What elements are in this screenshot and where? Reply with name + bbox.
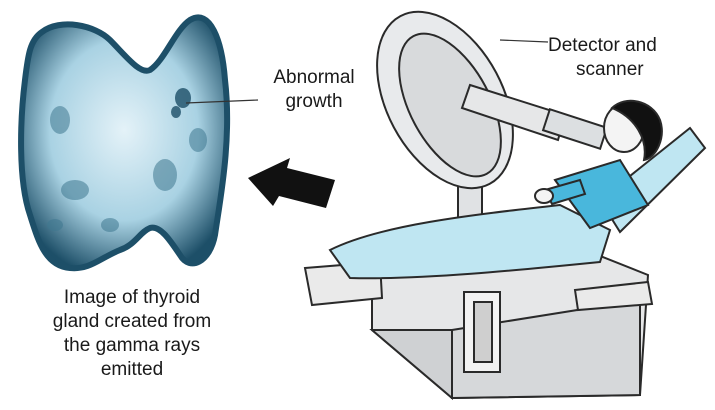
- detector-line-2: scanner: [548, 58, 715, 82]
- thyroid-scan-image: [21, 17, 227, 268]
- direction-arrow: [248, 158, 335, 208]
- abnormal-line-2: growth: [254, 90, 374, 114]
- caption-line-3: the gamma rays: [12, 334, 252, 358]
- abnormal-line-1: Abnormal: [254, 66, 374, 90]
- thyroid-caption: Image of thyroid gland created from the …: [12, 286, 252, 382]
- caption-line-2: gland created from: [12, 310, 252, 334]
- caption-line-1: Image of thyroid: [12, 286, 252, 310]
- detector-pointer: [500, 40, 548, 42]
- caption-line-4: emitted: [12, 358, 252, 382]
- detector-scanner-label: Detector and scanner: [548, 34, 715, 82]
- abnormal-growth-label: Abnormal growth: [254, 66, 374, 114]
- detector-line-1: Detector and: [548, 34, 715, 58]
